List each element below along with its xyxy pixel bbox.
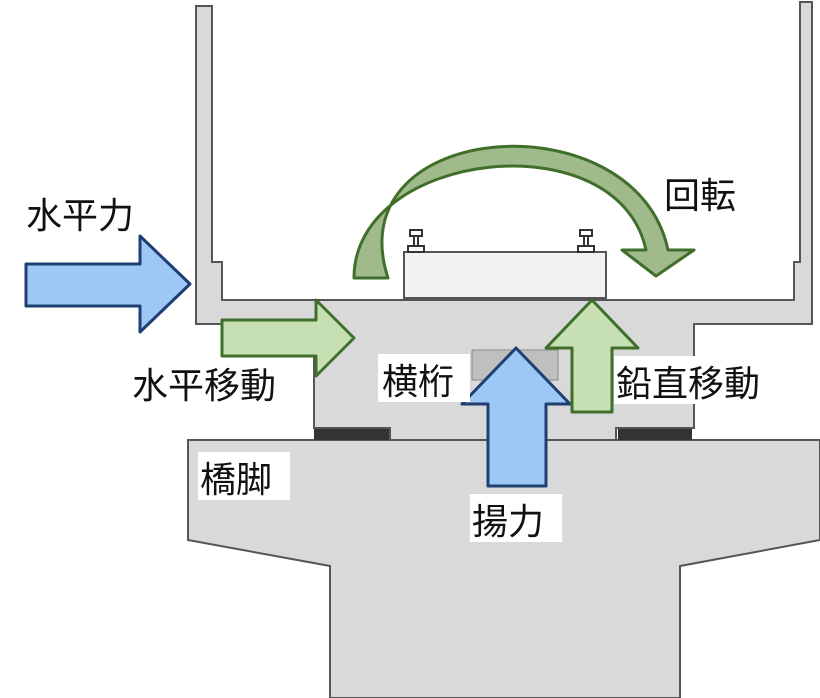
pier-body [187, 439, 820, 698]
horizontal-movement-label: 水平移動 [132, 366, 276, 407]
pier-label-bg [198, 452, 290, 500]
uplift-force-label: 揚力 [472, 502, 544, 543]
bearing-pad-right [618, 428, 692, 440]
horizontal-force-arrow [24, 234, 192, 334]
bearing-pad-left [314, 428, 390, 440]
uplift-force-arrow [460, 346, 572, 488]
horizontal-force-label: 水平力 [26, 196, 134, 237]
rotation-arrow [352, 144, 696, 280]
vertical-movement-arrow [544, 298, 640, 414]
rotation-label: 回転 [664, 176, 736, 217]
uplift-label-bg [470, 494, 562, 542]
trough-girder [195, 1, 813, 441]
pier-label: 橋脚 [200, 460, 272, 501]
cross-girder-label: 横桁 [382, 362, 454, 403]
rail-left-icon [407, 229, 425, 253]
horizontal-movement-arrow [220, 298, 356, 378]
rail-right-icon [577, 229, 595, 253]
vertical-movement-label-bg [614, 356, 790, 404]
cross-girder-label-bg [378, 354, 470, 402]
track-sleeper [403, 251, 607, 299]
vertical-movement-label: 鉛直移動 [616, 364, 760, 405]
